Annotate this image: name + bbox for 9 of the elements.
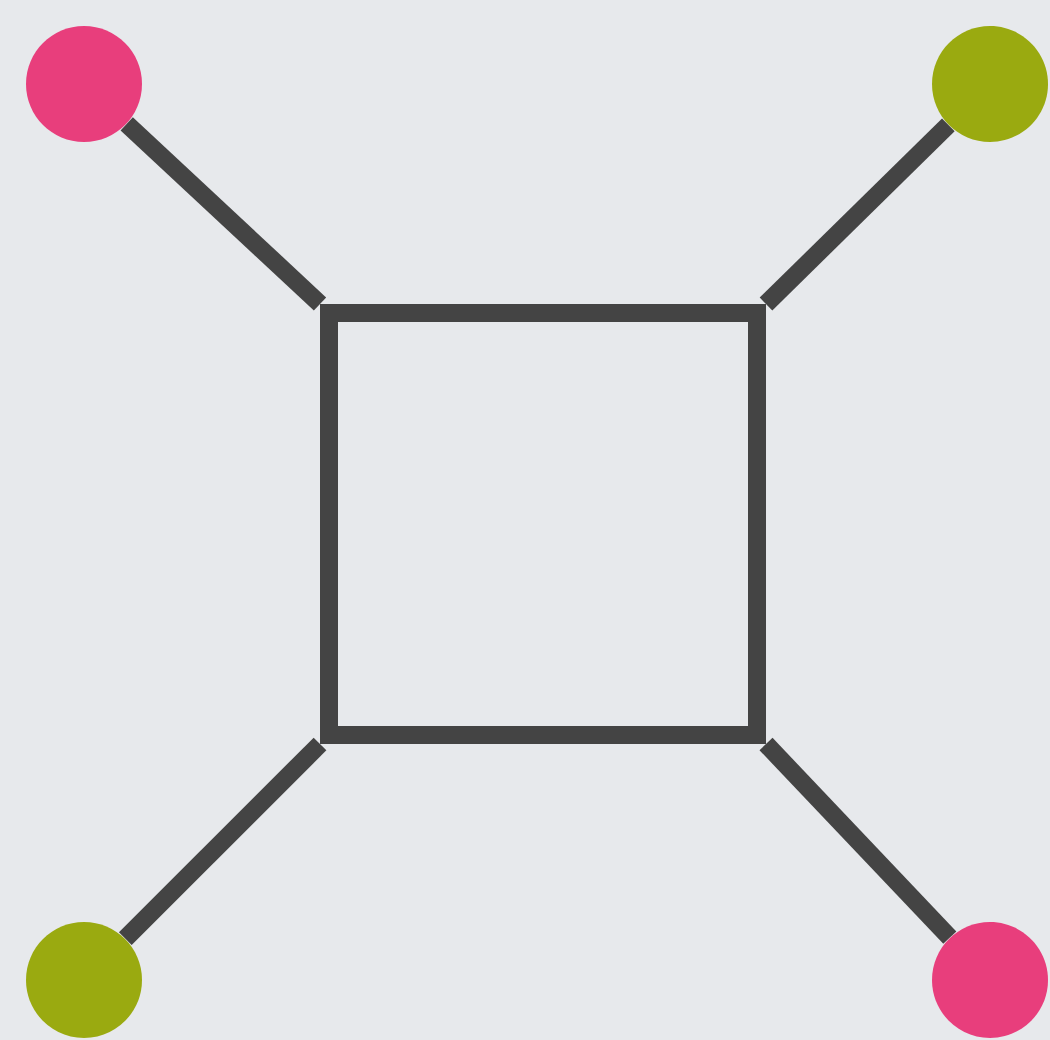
connector-line (118, 737, 327, 946)
dot (26, 922, 142, 1038)
dot (932, 26, 1048, 142)
dot (932, 922, 1048, 1038)
connector-line (759, 737, 957, 944)
connector-line (759, 118, 955, 311)
dot (26, 26, 142, 142)
square-frame (320, 304, 766, 744)
connector-line (120, 117, 327, 311)
